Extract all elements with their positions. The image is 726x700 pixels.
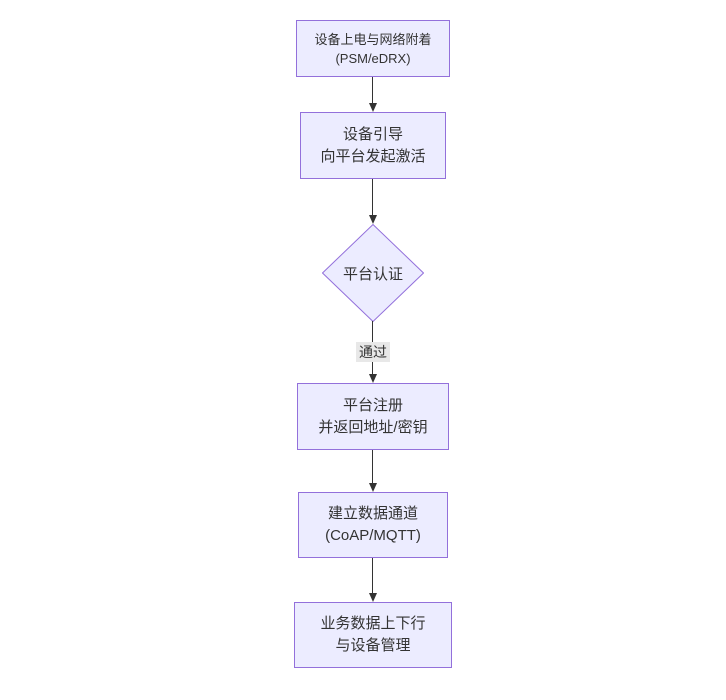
node-text-line: 平台认证 xyxy=(342,265,403,283)
node-device-bootstrap: 设备引导 向平台发起激活 xyxy=(300,112,446,179)
node-text-line: 设备引导 xyxy=(342,125,403,143)
diamond-shape xyxy=(322,224,424,322)
arrow-head-icon xyxy=(369,483,377,492)
node-text-line: 建立数据通道 xyxy=(327,505,418,522)
arrow-head-icon xyxy=(369,103,377,112)
arrow-head-icon xyxy=(369,374,377,383)
node-text-line: 并返回地址/密钥 xyxy=(318,418,428,436)
node-business-data: 业务数据上下行 与设备管理 xyxy=(294,602,452,668)
node-text-line: 设备上电与网络附着 xyxy=(314,31,432,47)
arrow-head-icon xyxy=(369,593,377,602)
arrow-line xyxy=(372,450,373,483)
arrow-head-icon xyxy=(369,215,377,224)
node-data-channel: 建立数据通道 (CoAP/MQTT) xyxy=(298,492,448,558)
arrow-line xyxy=(372,558,373,593)
arrow-line xyxy=(372,179,373,215)
decision-platform-auth: 平台认证 xyxy=(322,224,424,322)
node-text-line: (CoAP/MQTT) xyxy=(325,527,421,544)
edge-label-pass: 通过 xyxy=(356,342,390,362)
node-text-line: 平台注册 xyxy=(342,396,403,414)
node-power-on-network-attach: 设备上电与网络附着 (PSM/eDRX) xyxy=(296,20,450,77)
node-text-line: 向平台发起激活 xyxy=(320,147,426,165)
node-text-line: (PSM/eDRX) xyxy=(335,50,411,66)
arrow-line xyxy=(372,77,373,103)
node-platform-register: 平台注册 并返回地址/密钥 xyxy=(297,383,449,450)
node-text-line: 业务数据上下行 xyxy=(320,615,426,632)
node-text-line: 与设备管理 xyxy=(335,637,411,654)
